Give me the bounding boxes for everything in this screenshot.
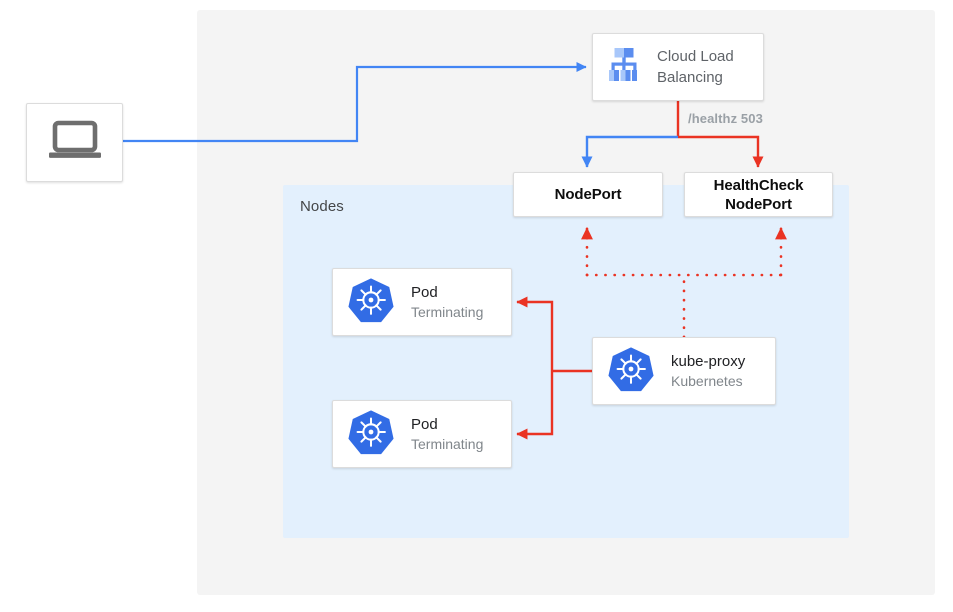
healthcheck-nodeport-label-line1: HealthCheck <box>713 176 804 194</box>
clb-label-line1: Cloud Load <box>657 48 734 65</box>
pod-1-text: Pod Terminating <box>411 283 483 322</box>
healthcheck-nodeport-label-line2: NodePort <box>725 195 792 213</box>
pod-card-2: Pod Terminating <box>332 400 512 468</box>
cloud-load-balancing-label: Cloud Load Balancing <box>657 46 734 88</box>
client-device-card <box>26 103 123 182</box>
kube-proxy-text: kube-proxy Kubernetes <box>671 352 745 391</box>
healthcheck-nodeport-card: HealthCheck NodePort <box>684 172 833 217</box>
pod-1-title: Pod <box>411 283 438 301</box>
kube-proxy-subtitle: Kubernetes <box>671 372 743 389</box>
kube-proxy-title: kube-proxy <box>671 352 746 370</box>
cloud-load-balancing-icon <box>603 45 645 90</box>
nodeport-label: NodePort <box>554 186 622 203</box>
healthz-status-label: /healthz 503 <box>688 111 763 126</box>
pod-1-status: Terminating <box>411 303 484 320</box>
kubernetes-icon <box>607 345 655 398</box>
kubernetes-icon <box>347 408 395 461</box>
laptop-icon <box>47 119 103 166</box>
pod-2-status: Terminating <box>411 435 484 452</box>
kube-proxy-card: kube-proxy Kubernetes <box>592 337 776 405</box>
cloud-load-balancing-card: Cloud Load Balancing <box>592 33 764 101</box>
nodeport-card: NodePort <box>513 172 663 217</box>
nodes-panel-label: Nodes <box>300 198 344 215</box>
kubernetes-icon <box>347 276 395 329</box>
pod-2-title: Pod <box>411 415 438 433</box>
clb-label-line2: Balancing <box>657 69 723 86</box>
pod-card-1: Pod Terminating <box>332 268 512 336</box>
pod-2-text: Pod Terminating <box>411 415 483 454</box>
